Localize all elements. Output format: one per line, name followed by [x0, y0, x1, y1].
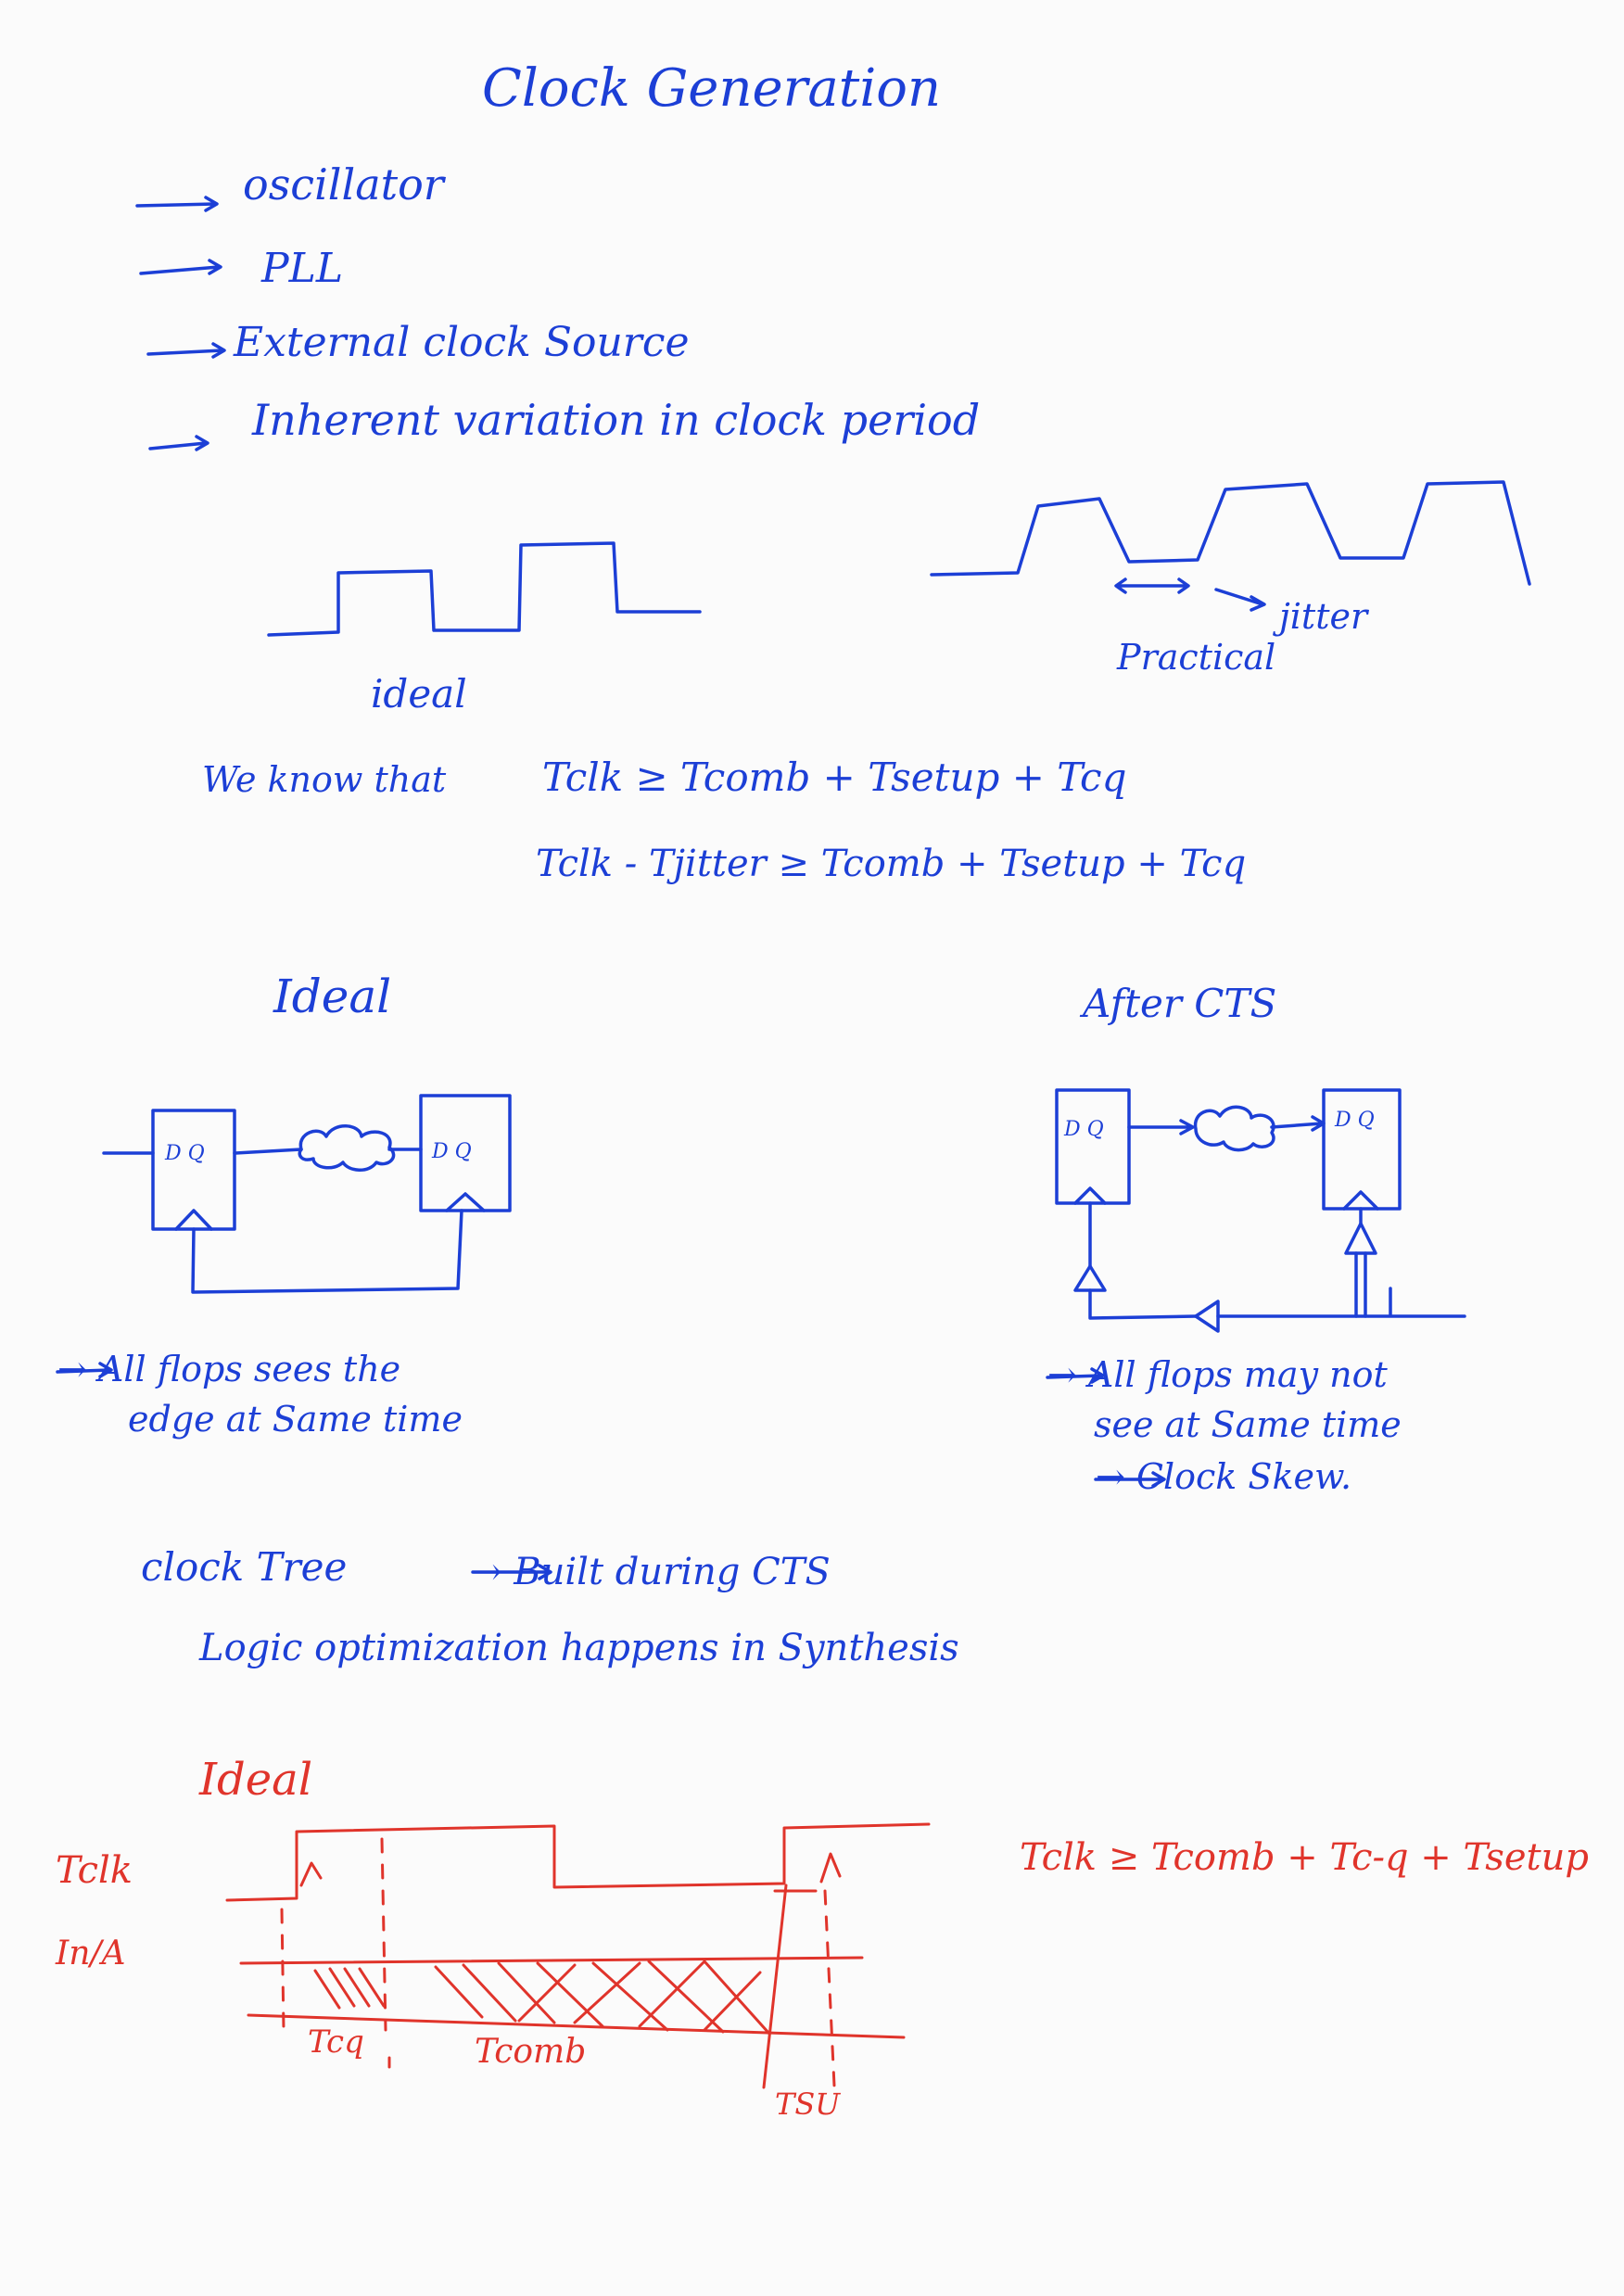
- ideal-clock-waveform: [267, 541, 702, 637]
- timing-row-input: In/A: [56, 1934, 126, 1973]
- ideal-note-arrow-icon: [56, 1362, 113, 1378]
- cts-built-arrow-icon: [471, 1564, 552, 1580]
- ideal-section-heading: Ideal: [273, 970, 392, 1023]
- jitter-pointer-arrow: [1214, 588, 1266, 612]
- cts-note-arrow-icon: [1046, 1367, 1105, 1384]
- bullet-arrow-icons: [135, 196, 226, 451]
- ideal-flop-circuit: [102, 1094, 512, 1294]
- synthesis-text: Logic optimization happens in Synthesis: [199, 1627, 959, 1669]
- cts-note-line3: → Clock Skew.: [1096, 1456, 1352, 1497]
- ideal-ff2-pins: D Q: [432, 1140, 472, 1163]
- timing-equation: Tclk ≥ Tcomb + Tc-q + Tsetup: [1020, 1836, 1589, 1879]
- source-item-pll: PLL: [261, 245, 344, 292]
- practical-clock-waveform: [930, 480, 1531, 586]
- ideal-note-line2: edge at Same time: [128, 1399, 463, 1440]
- tcomb-label: Tcomb: [475, 2033, 587, 2071]
- tsu-label: TSU: [775, 2087, 841, 2122]
- timing-row-clk: Tclk: [56, 1849, 133, 1892]
- clock-tree-text: clock Tree: [141, 1544, 348, 1590]
- page-title: Clock Generation: [482, 58, 942, 119]
- clock-skew-arrow-icon: [1094, 1471, 1166, 1488]
- jitter-label: jitter: [1279, 596, 1368, 637]
- cts-ff2-pins: D Q: [1335, 1109, 1375, 1132]
- ideal-waveform-label: ideal: [371, 671, 467, 717]
- practical-waveform-label: Practical: [1117, 637, 1276, 678]
- timing-diagram: [225, 1822, 931, 2089]
- jitter-equation: Tclk - Tjitter ≥ Tcomb + Tsetup + Tcq: [536, 843, 1247, 885]
- we-know-text: We know that: [202, 759, 447, 800]
- setup-equation: Tclk ≥ Tcomb + Tsetup + Tcq: [542, 755, 1127, 800]
- tcq-label: Tcq: [308, 2023, 364, 2061]
- source-item-external: External clock Source: [234, 319, 690, 366]
- source-item-oscillator: oscillator: [243, 159, 444, 209]
- source-item-variation: Inherent variation in clock period: [252, 395, 981, 445]
- timing-heading: Ideal: [199, 1754, 313, 1806]
- cts-ff1-pins: D Q: [1064, 1118, 1104, 1141]
- cts-section-heading: After CTS: [1083, 981, 1277, 1026]
- cts-flop-circuit: [1055, 1088, 1466, 1333]
- cts-note-line2: see at Same time: [1094, 1404, 1402, 1445]
- ideal-note-line1: → All flops sees the: [57, 1349, 401, 1389]
- ideal-ff1-pins: D Q: [165, 1142, 205, 1165]
- jitter-double-arrow: [1114, 577, 1190, 594]
